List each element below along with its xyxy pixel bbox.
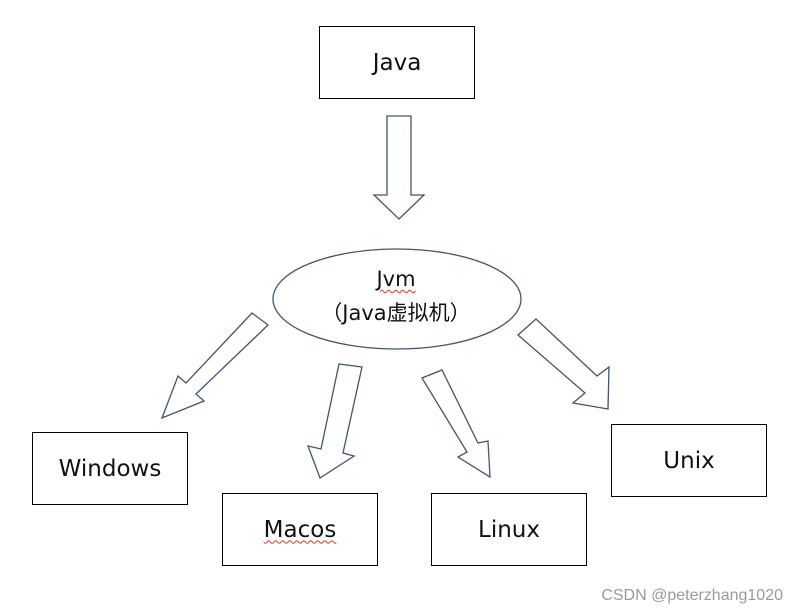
arrow-java-to-jvm — [372, 115, 426, 220]
macos-box: Macos — [222, 493, 378, 566]
arrow-jvm-to-windows — [160, 312, 270, 420]
java-box: Java — [319, 26, 475, 99]
unix-box: Unix — [611, 424, 767, 497]
unix-label: Unix — [663, 447, 715, 474]
linux-label: Linux — [478, 516, 540, 543]
jvm-ellipse — [272, 248, 522, 350]
arrow-jvm-to-linux — [421, 369, 491, 479]
watermark: CSDN @peterzhang1020 — [601, 587, 783, 604]
macos-label: Macos — [263, 516, 337, 543]
linux-box: Linux — [431, 493, 587, 566]
windows-box: Windows — [32, 432, 188, 505]
windows-label: Windows — [58, 455, 162, 482]
arrow-jvm-to-unix — [517, 318, 610, 410]
arrow-jvm-to-macos — [306, 363, 363, 479]
java-label: Java — [372, 49, 422, 76]
jvm-label-line1: Jvm — [376, 267, 416, 291]
jvm-label-line2: （Java虚拟机） — [321, 301, 471, 325]
jvm-label: Jvm （Java虚拟机） — [272, 262, 520, 330]
